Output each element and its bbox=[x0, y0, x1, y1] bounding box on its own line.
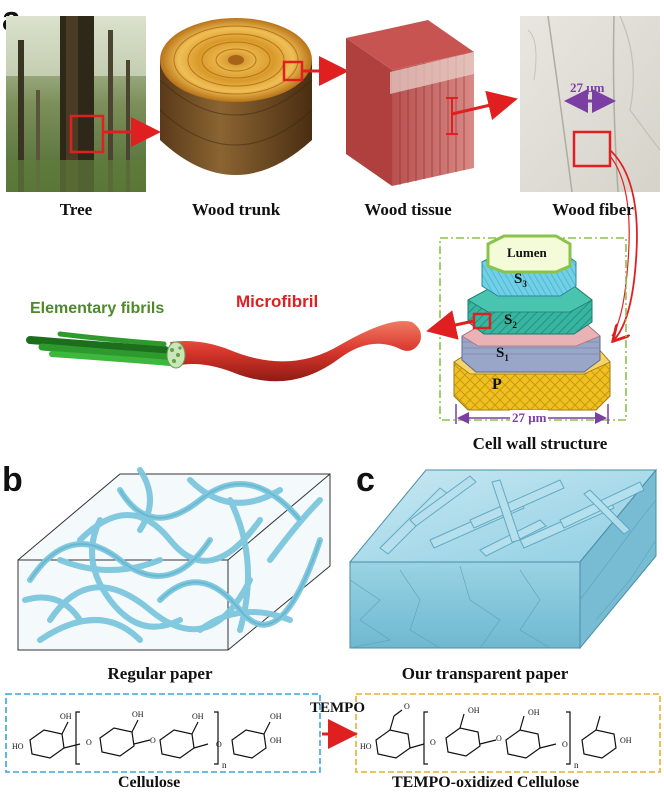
label-cellulose: Cellulose bbox=[118, 774, 181, 791]
tempo-o-3: O bbox=[562, 740, 568, 749]
caption-transparent-paper: Our transparent paper bbox=[401, 664, 569, 683]
wood-fiber-micrograph bbox=[520, 15, 661, 193]
cellulose-oh-4: OH bbox=[270, 712, 282, 721]
regular-paper-illustration bbox=[17, 467, 331, 651]
cellulose-oh-5: OH bbox=[270, 736, 282, 745]
panel-label-b: b bbox=[2, 461, 23, 499]
cell-wall-layers bbox=[453, 234, 611, 424]
panel-label-c: c bbox=[356, 461, 375, 499]
label-tempo-oxidized-cellulose: TEMPO-oxidized Cellulose bbox=[392, 774, 580, 791]
label-s3: S3 bbox=[514, 271, 527, 289]
caption-wood-fiber: Wood fiber bbox=[552, 200, 634, 219]
cellulose-repeat-n: n bbox=[222, 760, 227, 770]
tempo-o-top: O bbox=[404, 702, 410, 711]
label-s2: S2 bbox=[504, 312, 517, 330]
cellulose-oh-3: OH bbox=[192, 712, 204, 721]
fiber-width-label: 27 μm bbox=[570, 80, 605, 95]
label-p: P bbox=[492, 376, 502, 393]
caption-wood-trunk: Wood trunk bbox=[191, 200, 281, 219]
microfibril-illustration bbox=[166, 320, 421, 382]
label-lumen: Lumen bbox=[507, 245, 547, 260]
label-elementary-fibrils: Elementary fibrils bbox=[30, 300, 165, 317]
tempo-o-2: O bbox=[496, 734, 502, 743]
label-tempo: TEMPO bbox=[310, 700, 365, 716]
tempo-ho-1: HO bbox=[360, 742, 372, 751]
wood-trunk-illustration bbox=[159, 18, 313, 175]
tempo-oh-3: OH bbox=[620, 736, 632, 745]
caption-cell-wall-structure: Cell wall structure bbox=[472, 434, 608, 453]
tempo-oxidized-structure bbox=[375, 709, 617, 765]
cell-wall-width-label: 27 μm bbox=[510, 410, 549, 426]
tempo-repeat-n: n bbox=[574, 760, 579, 770]
caption-wood-tissue: Wood tissue bbox=[364, 200, 452, 219]
elementary-fibrils-illustration bbox=[26, 331, 173, 366]
tree-photo bbox=[6, 16, 146, 192]
label-s1: S1 bbox=[496, 345, 509, 363]
cellulose-o-2: O bbox=[150, 736, 156, 745]
caption-regular-paper: Regular paper bbox=[107, 664, 213, 683]
caption-tree: Tree bbox=[59, 200, 93, 219]
cellulose-box bbox=[5, 693, 321, 773]
cellulose-oh-2: OH bbox=[132, 710, 144, 719]
tempo-oh-2: OH bbox=[528, 708, 540, 717]
arrow-tissue-to-fiber bbox=[451, 90, 518, 121]
arrow-cellwall-to-microfibril bbox=[426, 310, 475, 340]
cellulose-structure bbox=[29, 711, 271, 765]
cellulose-ho-1: HO bbox=[12, 742, 24, 751]
cellulose-o-1: O bbox=[86, 738, 92, 747]
cellulose-oh-1: OH bbox=[60, 712, 72, 721]
tempo-oh-1: OH bbox=[468, 706, 480, 715]
label-microfibril: Microfibril bbox=[236, 292, 319, 311]
transparent-paper-illustration bbox=[348, 468, 658, 650]
wood-tissue-cube bbox=[346, 20, 474, 186]
arrow-fiber-to-cellwall bbox=[609, 149, 638, 340]
cellulose-o-3: O bbox=[216, 740, 222, 749]
tempo-o-1: O bbox=[430, 738, 436, 747]
